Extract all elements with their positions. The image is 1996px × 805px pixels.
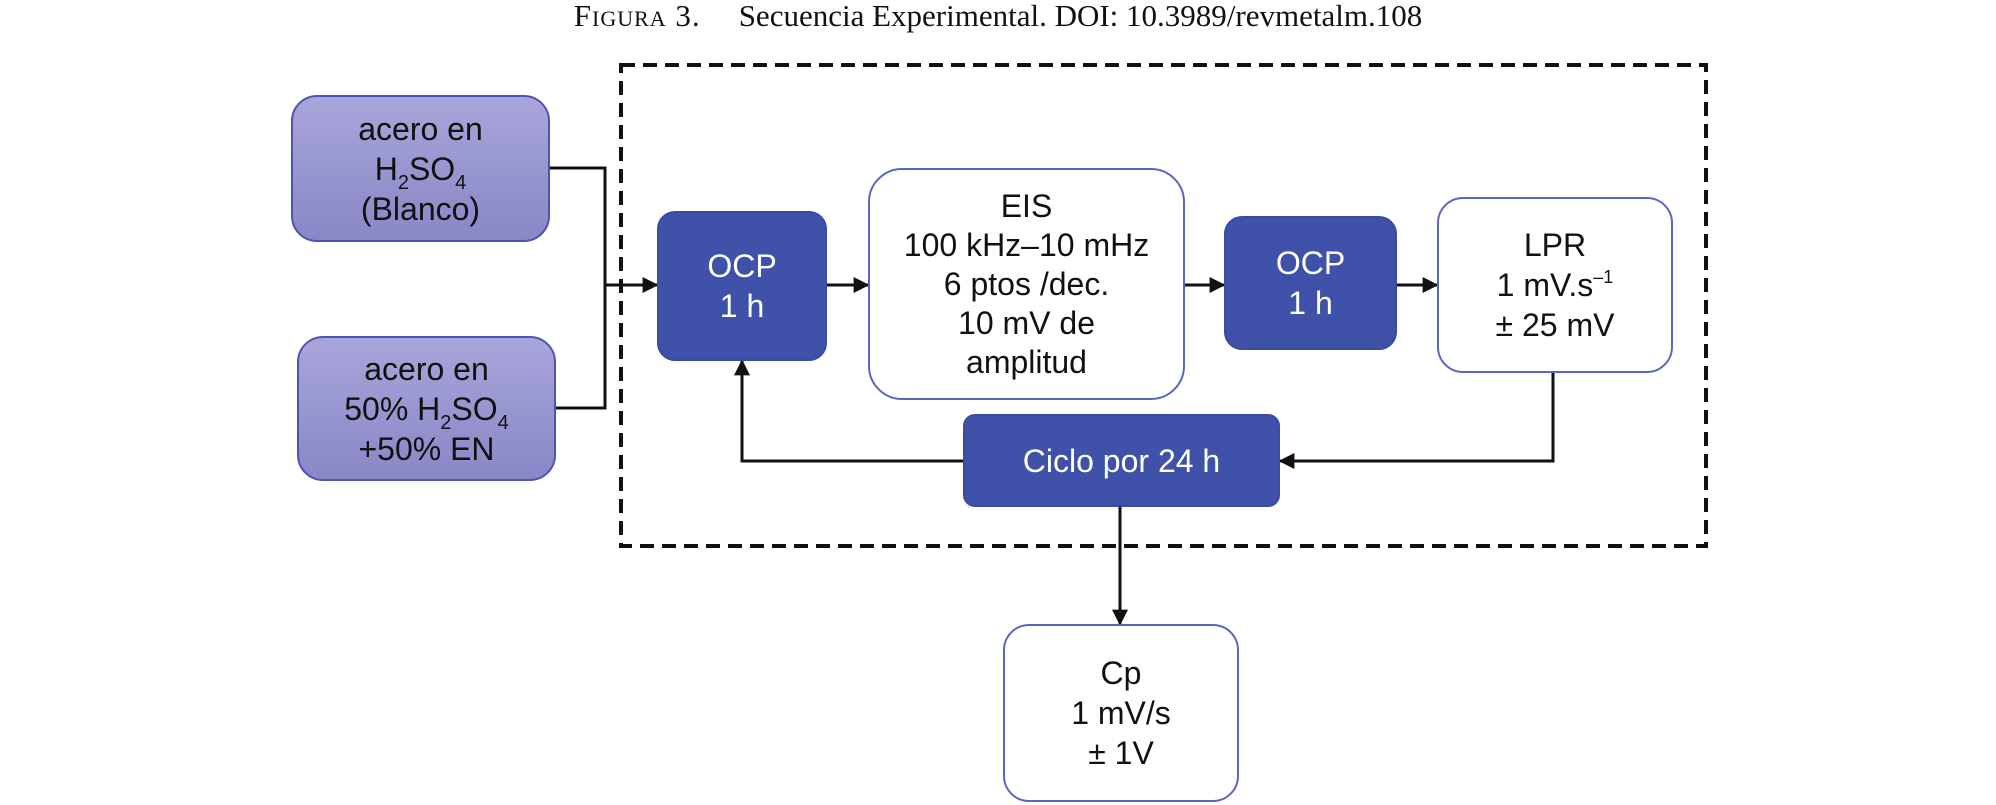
- en-formula: 50% H2SO4: [344, 390, 509, 434]
- arrow-blanco-merge: [550, 166, 607, 285]
- eis-points: 6 ptos /dec.: [943, 265, 1110, 302]
- ocp2-title: OCP: [1275, 245, 1346, 281]
- lpr-range: ± 25 mV: [1495, 307, 1615, 343]
- source-blanco-box: acero en H2SO4 (Blanco): [291, 95, 550, 242]
- lpr-title: LPR: [1523, 227, 1587, 263]
- lpr-box: LPR 1 mV.s–1 ± 25 mV: [1437, 197, 1673, 373]
- cp-range: ± 1V: [1088, 735, 1154, 771]
- eis-amplitude-1: 10 mV de: [958, 304, 1095, 341]
- blanco-formula: H2SO4: [374, 150, 467, 194]
- arrow-lpr-to-cycle: [1278, 373, 1555, 469]
- ocp1-duration: 1 h: [719, 288, 765, 324]
- eis-amplitude-2: amplitud: [966, 343, 1087, 380]
- eis-title: EIS: [1000, 187, 1053, 224]
- ocp2-duration: 1 h: [1288, 285, 1333, 321]
- dashed-experiment-frame: [619, 63, 1708, 548]
- figure-caption: Figura 3. Secuencia Experimental. DOI: 10…: [0, 0, 1996, 32]
- cycle-label: Ciclo por 24 h: [1022, 442, 1221, 479]
- en-line3: +50% EN: [358, 430, 495, 467]
- lpr-rate: 1 mV.s–1: [1496, 267, 1614, 303]
- blanco-line1: acero en: [358, 110, 483, 147]
- ocp2-box: OCP 1 h: [1224, 216, 1397, 350]
- eis-range: 100 kHz–10 mHz: [903, 226, 1150, 263]
- blanco-line3: (Blanco): [360, 190, 481, 227]
- figure-number: Figura 3.: [573, 0, 701, 33]
- figure-title: Secuencia Experimental. DOI: 10.3989/rev…: [738, 0, 1423, 33]
- cp-rate: 1 mV/s: [1071, 695, 1171, 731]
- eis-box: EIS 100 kHz–10 mHz 6 ptos /dec. 10 mV de…: [868, 168, 1185, 400]
- cycle-box: Ciclo por 24 h: [963, 414, 1280, 507]
- arrow-en-merge: [556, 285, 607, 410]
- en-line1: acero en: [364, 350, 489, 387]
- cp-title: Cp: [1100, 655, 1142, 691]
- source-en-box: acero en 50% H2SO4 +50% EN: [297, 336, 556, 481]
- arrow-cycle-to-ocp1: [734, 359, 963, 463]
- ocp1-box: OCP 1 h: [657, 211, 827, 361]
- ocp1-title: OCP: [707, 248, 777, 284]
- cp-box: Cp 1 mV/s ± 1V: [1003, 624, 1239, 802]
